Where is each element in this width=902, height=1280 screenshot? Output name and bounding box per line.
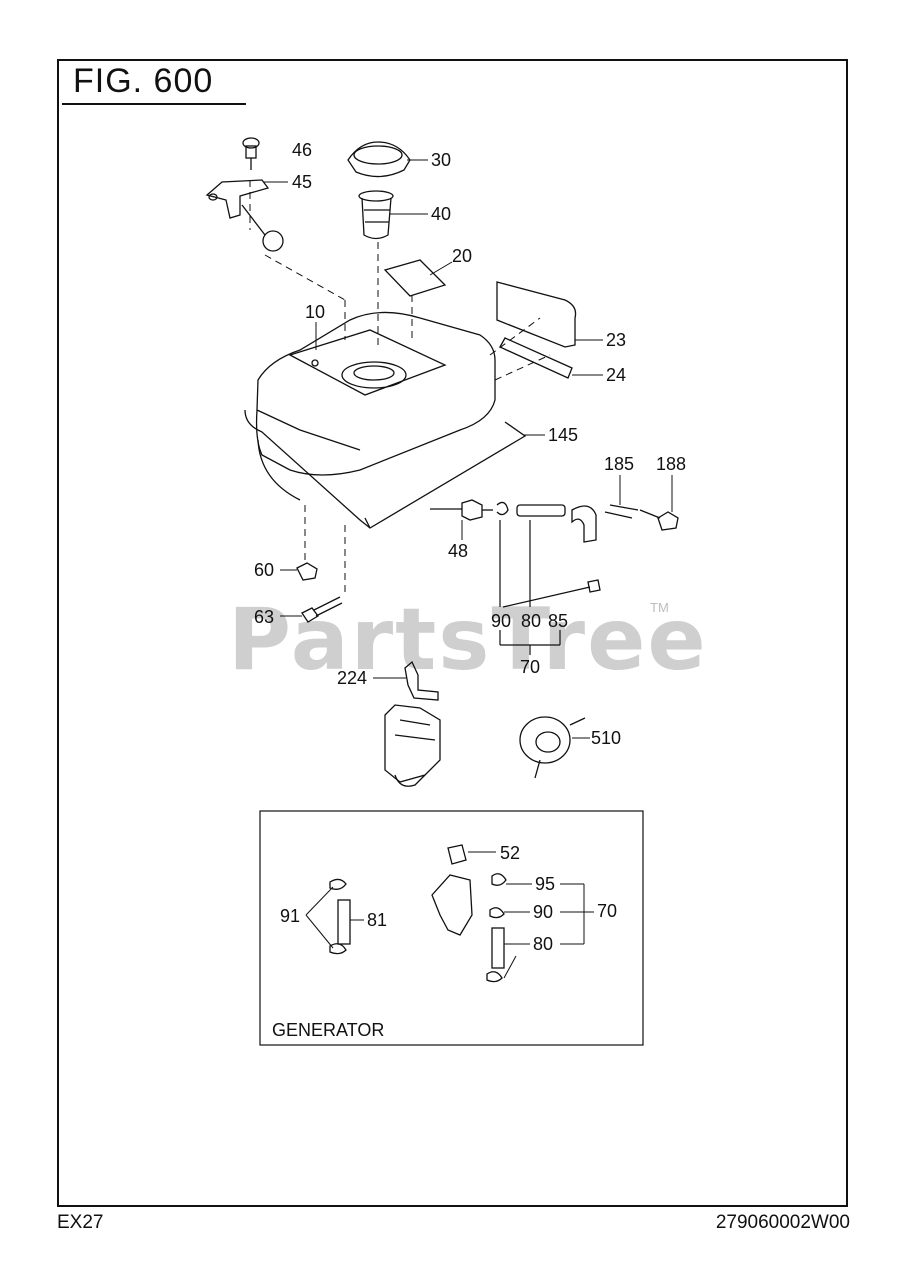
callout-45: 45 (292, 172, 312, 192)
callout-23: 23 (606, 330, 626, 350)
callout-40: 40 (431, 204, 451, 224)
callout-63: 63 (254, 607, 274, 627)
callout-10: 10 (305, 302, 325, 322)
watermark-tm: TM (650, 600, 669, 615)
part-81-hose (337, 899, 351, 945)
part-90-clip-generator (489, 907, 505, 919)
part-52-cap (447, 844, 467, 865)
callout-70: 70 (520, 657, 540, 677)
drawing-number: 279060002W00 (715, 1212, 850, 1233)
part-80-hose-generator (491, 927, 505, 969)
part-46-bolt (242, 137, 260, 170)
callout-81: 81 (367, 910, 387, 930)
part-91-clamp-top (329, 878, 347, 890)
model-code: EX27 (57, 1212, 104, 1233)
callout-52: 52 (500, 843, 520, 863)
callout-224: 224 (337, 668, 367, 688)
callout-188: 188 (656, 454, 686, 474)
callout-60: 60 (254, 560, 274, 580)
callout-91: 91 (280, 906, 300, 926)
part-90-clip (496, 501, 509, 516)
figure-title-underline (62, 103, 246, 105)
callout-24: 24 (606, 365, 626, 385)
part-10-fuel-tank (255, 311, 496, 501)
callout-20: 20 (452, 246, 472, 266)
callout-80: 80 (521, 611, 541, 631)
watermark: PartsTree (228, 590, 708, 690)
callout-80-generator: 80 (533, 934, 553, 954)
part-45-clamp (205, 179, 284, 252)
part-188-bolt (639, 509, 679, 531)
part-48-fuel-cock (430, 499, 493, 521)
callout-185: 185 (604, 454, 634, 474)
callout-145: 145 (548, 425, 578, 445)
part-40-strainer (358, 190, 394, 240)
callout-30: 30 (431, 150, 451, 170)
part-185-hose (571, 504, 639, 543)
carburetor (384, 704, 441, 787)
part-145-base-tray (244, 409, 527, 529)
part-91-clamp-hose (486, 971, 503, 983)
part-60-nut (296, 562, 318, 581)
part-510-fuel-pump (519, 716, 586, 779)
part-24-plate (499, 337, 573, 379)
callout-48: 48 (448, 541, 468, 561)
part-20-label (383, 259, 447, 297)
figure-title: FIG. 600 (73, 62, 214, 100)
drawing-frame (57, 59, 848, 1207)
part-224-lever (404, 660, 439, 701)
part-95-clip (491, 873, 507, 886)
callout-70-generator: 70 (597, 901, 617, 921)
generator-inset-box: 52 95 90 70 80 91 81 GENERATOR (259, 810, 644, 1046)
callout-95: 95 (535, 874, 555, 894)
part-30-fuel-cap (347, 141, 411, 178)
part-80-fuel-hose (516, 504, 566, 517)
callout-90: 90 (491, 611, 511, 631)
part-63-bolt (301, 596, 343, 623)
generator-label: GENERATOR (272, 1020, 384, 1040)
callout-90-generator: 90 (533, 902, 553, 922)
part-23-plate (496, 281, 577, 348)
callout-85: 85 (548, 611, 568, 631)
callout-510: 510 (591, 728, 621, 748)
part-91-clamp-bottom (329, 943, 347, 955)
generator-fuel-cock (431, 874, 473, 936)
callout-46: 46 (292, 140, 312, 160)
part-85-clamp (587, 579, 601, 593)
